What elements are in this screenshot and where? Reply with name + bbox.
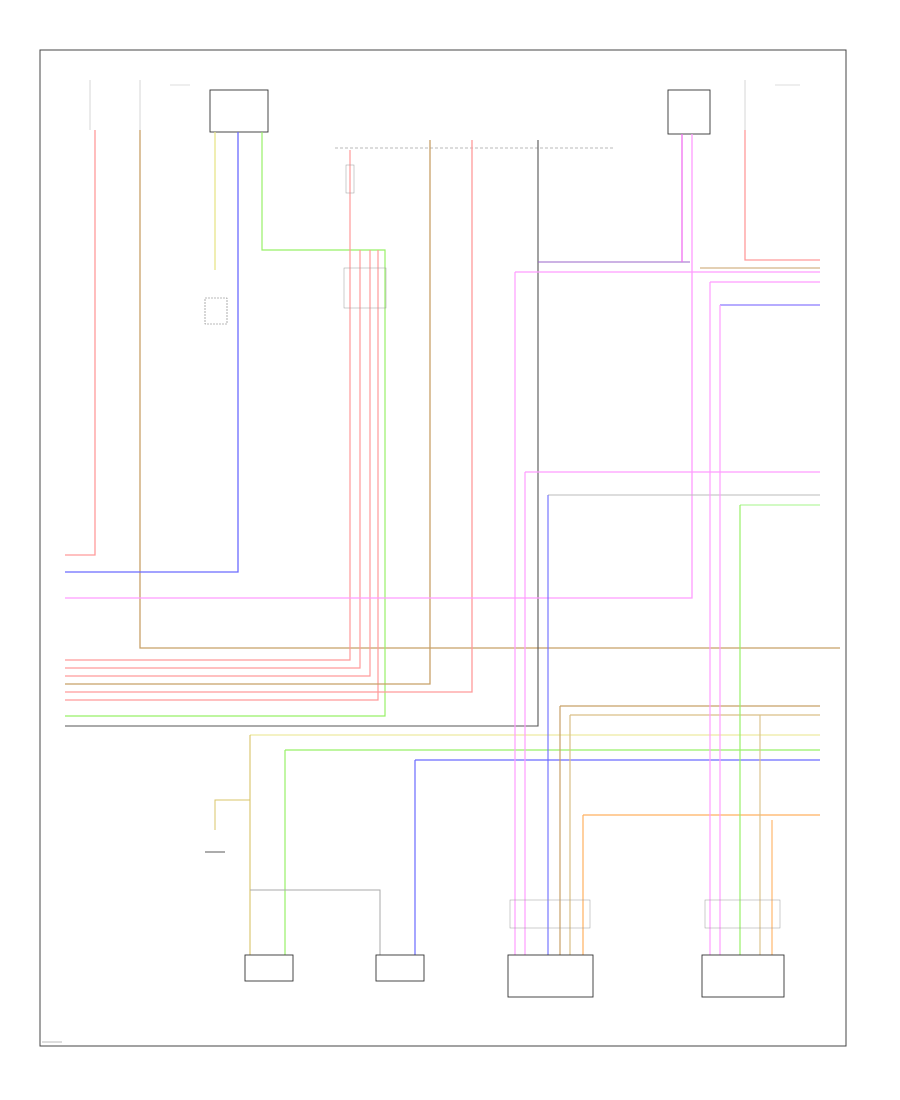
connector-c2 (343, 267, 387, 309)
wire-yellow-g1 (214, 799, 250, 830)
wire-violet-pm (65, 132, 239, 573)
wire-red-left (65, 130, 96, 556)
diagram-frame (39, 49, 847, 1047)
wire-red-c4 (65, 250, 379, 701)
connector-c4 (704, 899, 781, 929)
wire-black-center (65, 140, 539, 727)
wire-tan-center (65, 140, 431, 685)
wire-red-center (65, 140, 473, 693)
connector-c1 (345, 164, 355, 194)
right-rear-sensor (244, 954, 294, 982)
wire-green-pm (65, 132, 386, 717)
wire-magenta-em2 (65, 134, 693, 599)
wire-red-c1 (65, 150, 351, 661)
wire-red-right (744, 130, 820, 261)
engine-module-box (667, 89, 711, 135)
connector-c3 (509, 899, 591, 929)
right-actuator-module (701, 954, 785, 998)
wire-tan-left (139, 130, 840, 649)
left-sensor-ground (204, 297, 228, 325)
wire-red-c3 (65, 250, 371, 677)
wire-gray-drop (250, 889, 381, 955)
wire-red-c2 (65, 250, 361, 669)
left-actuator-module (507, 954, 594, 998)
left-rear-sensor (375, 954, 425, 982)
pressure-module-box (209, 89, 269, 133)
